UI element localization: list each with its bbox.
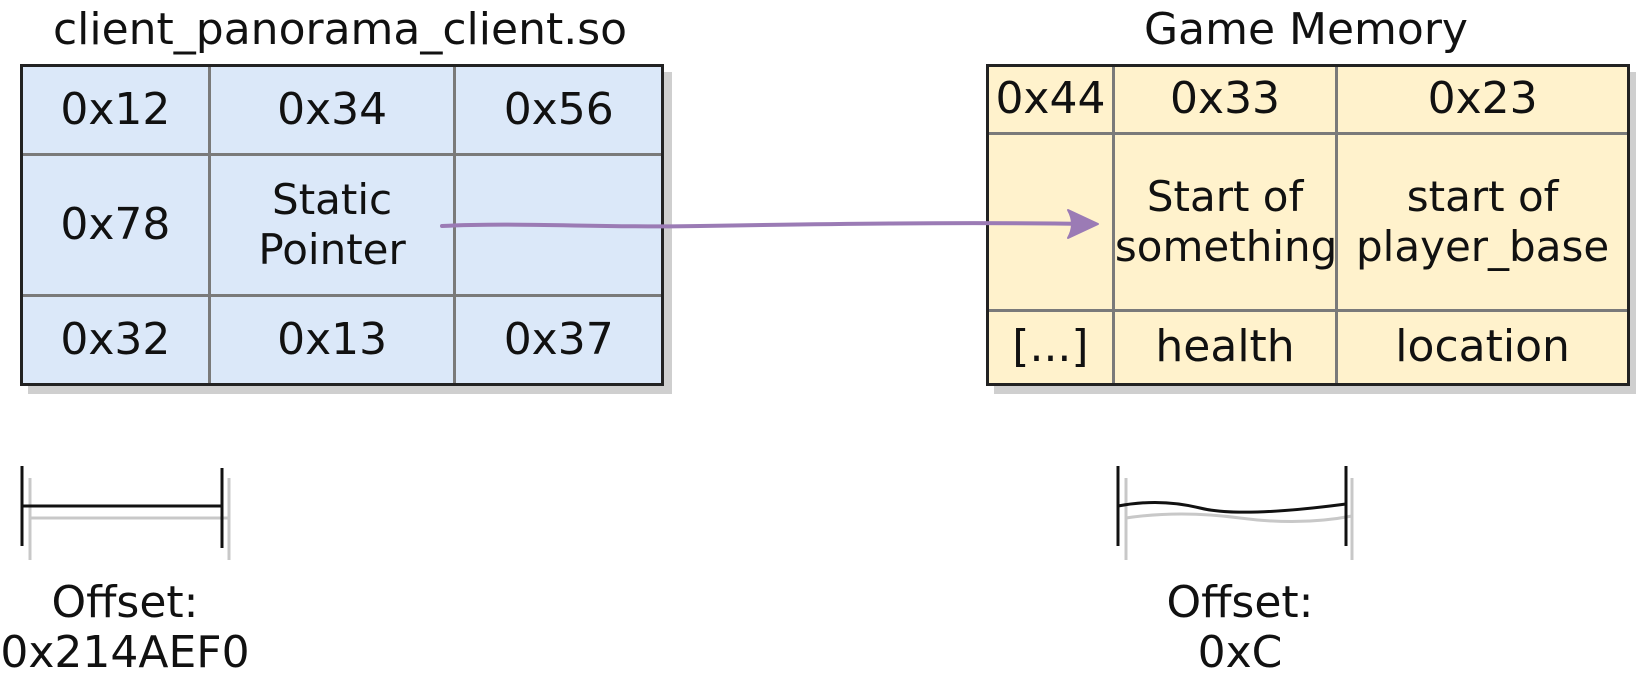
memory-cell: 0x44 xyxy=(989,67,1115,135)
memory-cell-empty xyxy=(989,131,1115,313)
module-cell: 0x56 xyxy=(453,67,661,157)
module-cell: 0x12 xyxy=(23,67,211,157)
left-offset-bracket xyxy=(20,466,231,560)
module-cell: 0x13 xyxy=(207,293,457,383)
memory-cell: [...] xyxy=(989,309,1115,383)
right-offset-label: Offset: 0xC xyxy=(1120,578,1360,678)
right-offset-caption: Offset: xyxy=(1166,577,1314,628)
module-cell: 0x34 xyxy=(207,67,457,157)
static-pointer-cell: Static Pointer xyxy=(207,153,457,297)
left-offset-caption: Offset: xyxy=(51,577,199,628)
game-memory-grid: 0x44 0x33 0x23 Start of something start … xyxy=(989,67,1627,383)
module-cell-empty xyxy=(453,153,661,297)
memory-cell: 0x23 xyxy=(1335,67,1627,135)
location-cell: location xyxy=(1335,309,1627,383)
left-offset-label: Offset: 0x214AEF0 xyxy=(0,578,250,678)
left-offset-value: 0x214AEF0 xyxy=(0,627,250,678)
game-memory-table: 0x44 0x33 0x23 Start of something start … xyxy=(986,64,1630,386)
module-memory-grid: 0x12 0x34 0x56 0x78 Static Pointer 0x32 … xyxy=(23,67,661,383)
game-memory-title: Game Memory xyxy=(1144,4,1468,55)
module-title: client_panorama_client.so xyxy=(52,4,628,55)
start-of-something-cell: Start of something xyxy=(1111,131,1339,313)
player-base-cell: start of player_base xyxy=(1335,131,1627,313)
memory-cell: 0x33 xyxy=(1111,67,1339,135)
module-memory-table: 0x12 0x34 0x56 0x78 Static Pointer 0x32 … xyxy=(20,64,664,386)
module-cell: 0x32 xyxy=(23,293,211,383)
right-offset-value: 0xC xyxy=(1197,627,1283,678)
health-cell: health xyxy=(1111,309,1339,383)
module-cell: 0x37 xyxy=(453,293,661,383)
module-cell: 0x78 xyxy=(23,153,211,297)
right-offset-bracket xyxy=(1116,466,1354,560)
